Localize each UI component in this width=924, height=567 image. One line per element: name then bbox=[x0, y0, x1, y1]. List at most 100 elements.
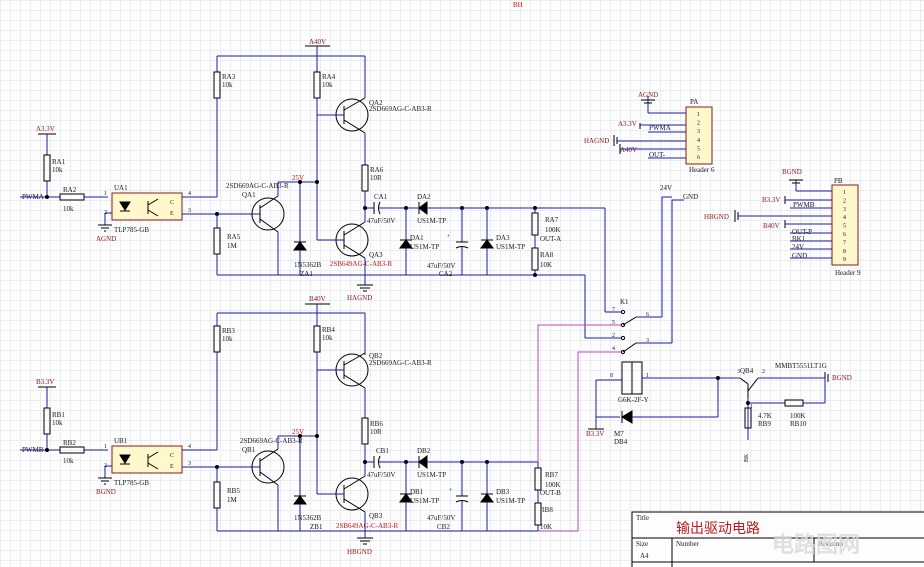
resistor-rb4[interactable] bbox=[313, 325, 321, 353]
ra4-ref: RA4 bbox=[322, 73, 336, 81]
diode-db4[interactable] bbox=[621, 410, 633, 424]
k1-ref: K1 bbox=[620, 298, 629, 306]
zener-za1[interactable] bbox=[293, 241, 307, 251]
pa-pin-4: 4 bbox=[697, 138, 700, 144]
header-pa-label: Header 6 bbox=[689, 166, 715, 174]
resistor-rb10[interactable] bbox=[784, 399, 804, 407]
power-hbgnd-label: HBGND bbox=[347, 548, 372, 556]
pb-bk1-label: BK1 bbox=[792, 235, 806, 243]
net-bk: BK bbox=[744, 453, 750, 462]
da2-ref: DA2 bbox=[417, 193, 431, 201]
pb-b33v-label: B3.3V bbox=[762, 196, 780, 204]
number-label: Number bbox=[676, 540, 700, 548]
diode-da3[interactable] bbox=[480, 239, 494, 249]
qb4-pin-3: 3 bbox=[737, 369, 740, 375]
ca1-ref: CA1 bbox=[374, 193, 388, 201]
pa-a33v-label: A3.3V bbox=[618, 120, 637, 128]
cb2-plus: + bbox=[449, 488, 453, 494]
rb4-ref: RB4 bbox=[322, 326, 335, 334]
pb-pin-8: 8 bbox=[843, 249, 846, 255]
power-bgnd-1-label: BGND bbox=[96, 488, 116, 496]
zb1-ref: ZB1 bbox=[310, 523, 323, 531]
pb-pwmb-label: PWMB bbox=[793, 201, 815, 209]
pb-pin-9: 9 bbox=[843, 257, 846, 263]
ub1-ref: UB1 bbox=[114, 437, 128, 445]
pa-out-label: OUT- bbox=[649, 151, 666, 159]
diode-da2[interactable] bbox=[418, 201, 428, 215]
za1-ref: ZA1 bbox=[300, 270, 313, 278]
resistor-ra5[interactable] bbox=[213, 227, 221, 255]
pa-pin-2: 2 bbox=[697, 121, 700, 127]
za1-value: 1N5362B bbox=[294, 261, 322, 269]
k1-pin-2: 2 bbox=[612, 333, 615, 339]
transistor-qb1[interactable] bbox=[251, 450, 285, 484]
rb10-ref: RB10 bbox=[790, 420, 807, 428]
qa2-value: 2SD669AG-C-AB3-R bbox=[369, 105, 432, 113]
ub1-pin-4: 4 bbox=[188, 444, 191, 450]
zener-zb1[interactable] bbox=[293, 495, 307, 505]
net-25v-b: 25V bbox=[292, 428, 304, 436]
resistor-ra6[interactable] bbox=[361, 164, 369, 192]
watermark: 电路图网 bbox=[772, 532, 860, 558]
ra1-value: 10k bbox=[52, 166, 63, 174]
pa-pin-1: 1 bbox=[697, 112, 700, 118]
qb4-pin-1: 1 bbox=[750, 404, 753, 410]
power-hagnd-label: HAGND bbox=[347, 294, 372, 302]
resistor-rb5[interactable] bbox=[213, 481, 221, 509]
db2-ref: DB2 bbox=[417, 447, 431, 455]
ca2-ref: CA2 bbox=[439, 270, 453, 278]
rb6-ref: RB6 bbox=[370, 420, 383, 428]
ub1-value: TLP785-GB bbox=[114, 479, 149, 487]
resistor-rb6[interactable] bbox=[361, 417, 369, 445]
size-value: A4 bbox=[640, 552, 649, 560]
resistor-ra3[interactable] bbox=[213, 71, 221, 99]
resistor-rb3[interactable] bbox=[213, 325, 221, 353]
da1-value: US1M-TP bbox=[410, 243, 439, 251]
resistor-rb7[interactable] bbox=[534, 467, 542, 491]
db3-ref: DB3 bbox=[496, 488, 510, 496]
qb4-ref: QB4 bbox=[740, 367, 754, 375]
resistor-rb2[interactable] bbox=[59, 446, 85, 454]
rb6-value: 10R bbox=[370, 428, 382, 436]
pa-pin-6: 6 bbox=[697, 155, 700, 161]
rb9-ref: RB9 bbox=[758, 420, 771, 428]
resistor-rb1[interactable] bbox=[43, 407, 51, 435]
header-pa-body[interactable] bbox=[685, 106, 713, 165]
ca2-plus: + bbox=[447, 234, 451, 240]
rb10-value: 100K bbox=[790, 412, 806, 420]
diode-db3[interactable] bbox=[480, 493, 494, 503]
qb3-value: 2SB649AG-C-AB3-R bbox=[336, 522, 399, 530]
net-24v: 24V bbox=[660, 184, 672, 192]
qa1-ref: QA1 bbox=[242, 191, 256, 199]
resistor-rb9[interactable] bbox=[744, 407, 752, 429]
k1-pin-6: 6 bbox=[646, 312, 649, 318]
cb1-value: 47uF/50V bbox=[367, 471, 395, 479]
qb3-ref: QB3 bbox=[369, 512, 383, 520]
cb2-value: 47uF/50V bbox=[427, 514, 455, 522]
ub1-e-mark: E bbox=[170, 464, 174, 470]
resistor-ra7[interactable] bbox=[531, 212, 539, 236]
header-pb-label: Header 9 bbox=[835, 269, 861, 277]
pa-pin-5: 5 bbox=[697, 146, 700, 152]
qb4-value: MMBT5551LT1G bbox=[775, 362, 827, 370]
transistor-qa1[interactable] bbox=[251, 197, 285, 231]
qb4-pin-2: 2 bbox=[762, 369, 765, 375]
rb1-ref: RB1 bbox=[52, 411, 65, 419]
header-pb-body[interactable] bbox=[831, 184, 859, 266]
rb5-ref: RB5 bbox=[227, 487, 240, 495]
qb1-value: 2SD669AG-C-AB3-R bbox=[240, 437, 303, 445]
rb4-value: 10k bbox=[322, 334, 333, 342]
resistor-ra1[interactable] bbox=[43, 154, 51, 182]
diode-db2[interactable] bbox=[418, 455, 428, 469]
resistor-ra8[interactable] bbox=[531, 247, 539, 271]
resistor-ra4[interactable] bbox=[313, 71, 321, 99]
da3-value: US1M-TP bbox=[496, 243, 525, 251]
resistor-ra2[interactable] bbox=[59, 193, 85, 201]
ra8-value: 10K bbox=[540, 261, 552, 269]
power-agnd-1-label: AGND bbox=[96, 235, 116, 243]
rb3-value: 10k bbox=[222, 335, 233, 343]
net-out-a: OUT-A bbox=[540, 235, 561, 243]
ra5-value: 1M bbox=[227, 242, 238, 250]
